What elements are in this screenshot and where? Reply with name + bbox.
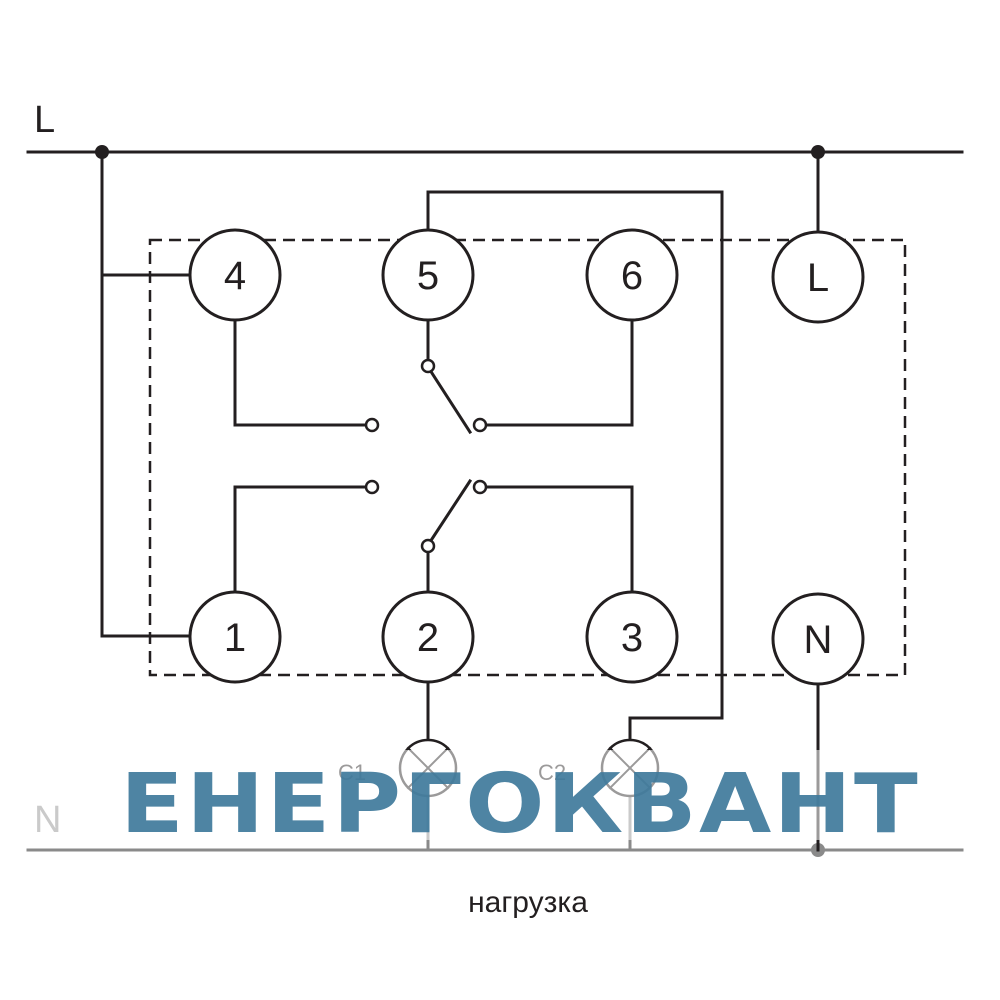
lower-contact-left	[364, 479, 380, 495]
device-housing	[148, 238, 907, 677]
wire-5-to-c2	[426, 190, 724, 744]
terminal-1-label: 1	[224, 616, 246, 660]
watermark-backdrop	[36, 750, 966, 840]
lower-switch-blade	[425, 478, 473, 548]
wire-1-to-contact	[233, 485, 368, 594]
terminal-2	[381, 590, 475, 684]
terminal-1	[188, 590, 282, 684]
terminal-3	[585, 590, 679, 684]
terminal-6-label: 6	[621, 254, 643, 298]
terminal-6	[585, 228, 679, 322]
line-rail-label: L	[34, 99, 55, 141]
terminal-L-label: L	[807, 256, 829, 300]
lower-common-pin	[420, 538, 436, 554]
terminal-3-label: 3	[621, 616, 643, 660]
terminal-2-label: 2	[417, 616, 439, 660]
lower-contact-right	[472, 479, 488, 495]
terminal-N	[771, 592, 865, 686]
upper-contact-right	[472, 417, 488, 433]
terminal-4	[188, 228, 282, 322]
watermark-logo: ЕНЕРГОКВАНТ	[120, 757, 920, 852]
wire-4-to-contact	[233, 318, 368, 427]
upper-contact-left	[364, 417, 380, 433]
load-caption: нагрузка	[468, 886, 588, 919]
wire-3-to-contact	[484, 485, 634, 594]
upper-switch-blade	[425, 364, 473, 435]
terminal-4-label: 4	[224, 254, 246, 298]
feed-wire-1	[100, 150, 190, 638]
terminal-L	[771, 230, 865, 324]
terminal-5	[381, 228, 475, 322]
terminal-N-label: N	[804, 618, 833, 662]
wire-6-to-contact	[484, 318, 634, 427]
upper-common-pin	[420, 358, 436, 374]
terminal-5-label: 5	[417, 254, 439, 298]
